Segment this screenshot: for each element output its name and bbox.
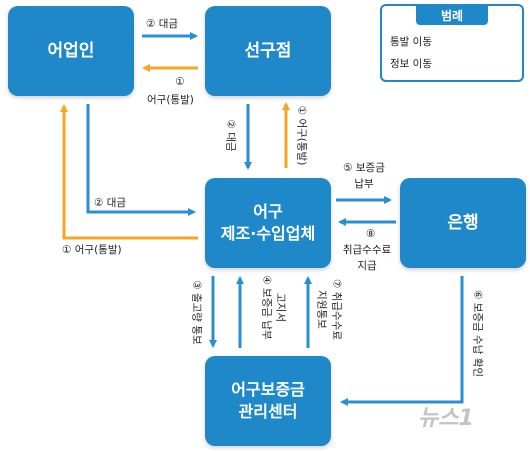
legend: 범례 통발 이동 정보 이동 [380, 4, 524, 82]
node-fisher: 어업인 [8, 6, 134, 96]
label-maker-to-bank-2: 납부 [354, 178, 374, 190]
label-bank-to-maker-1: ⑧ [366, 228, 376, 240]
watermark-logo: 뉴스1 [418, 406, 474, 431]
label-center-to-maker-fee-1: ⑦ 취급수수료 [330, 278, 343, 341]
legend-title: 범례 [416, 5, 488, 25]
node-maker-label-1: 어구 [253, 202, 283, 222]
label-ship-to-maker: ② 대금 [224, 119, 237, 152]
label-bank-to-center: ⑥ 보증금 수납 확인 [471, 289, 484, 378]
label-center-to-maker-1: ④ 보증금 납부 [260, 275, 273, 340]
label-maker-to-fisher: ① 어구(통발) [62, 244, 122, 256]
label-center-to-maker-fee-2: 지원통보 [315, 290, 328, 329]
arrow-fisher-to-maker [86, 104, 196, 216]
legend-goods-label: 통발 이동 [390, 36, 432, 48]
node-center-label-1: 어구보증금 [231, 380, 305, 400]
node-maker-label-2: 제조·수입업체 [220, 224, 316, 243]
node-bank-label: 은행 [447, 212, 479, 233]
node-center: 어구보증금 관리센터 [205, 356, 331, 446]
label-fisher-to-maker: ② 대금 [94, 197, 127, 209]
node-maker: 어구 제조·수입업체 [205, 178, 331, 268]
label-maker-to-bank-1: ⑤ 보증금 [343, 162, 385, 174]
legend-info-label: 정보 이동 [390, 58, 432, 70]
label-bank-to-maker-3: 지급 [357, 260, 377, 272]
node-shipowner-label: 선구점 [244, 40, 292, 61]
label-center-to-maker-2: 고지서 [274, 293, 287, 322]
node-shipowner: 선구점 [205, 6, 331, 96]
label-maker-to-ship: ① 어구(통발) [295, 105, 308, 166]
label-ship-to-fisher: 어구(통발) [147, 94, 194, 106]
arrow-bank-to-center [340, 276, 464, 406]
label-fisher-to-ship: ② 대금 [146, 18, 179, 30]
label-bank-to-maker-2: 취급수수료 [342, 244, 392, 256]
arrow-maker-to-fisher [60, 104, 198, 240]
node-center-label-2: 관리센터 [238, 402, 298, 421]
label-ship-to-fisher-num: ① [175, 76, 185, 88]
node-fisher-label: 어업인 [47, 40, 95, 61]
node-bank: 은행 [400, 178, 526, 268]
label-maker-to-center: ③ 출고량 통보 [190, 280, 203, 345]
